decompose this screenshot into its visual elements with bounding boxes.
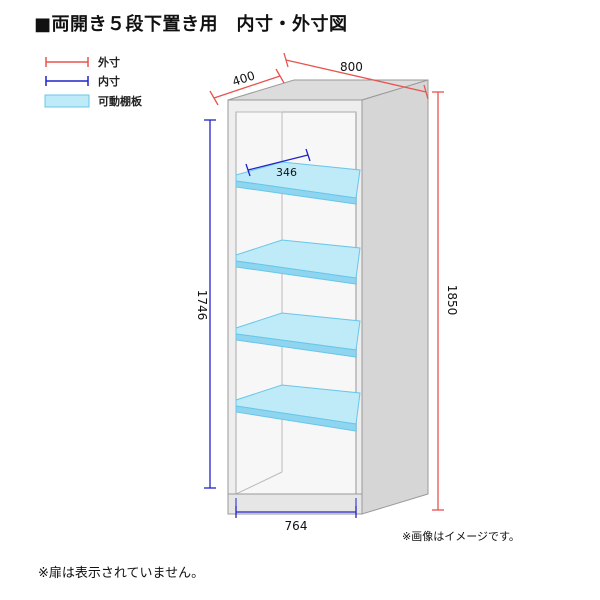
width-inner-dimension [235,498,357,518]
legend-inner-label: 内寸 [98,75,120,88]
interior-floor-edge [235,471,283,495]
shelf-2 [235,239,361,285]
legend-inner: 内寸 [44,73,120,89]
depth-inner-label: 346 [276,166,297,179]
shelf-3 [235,312,361,358]
inner-dimension-key [45,76,89,86]
width-outer-dimension [283,52,429,100]
height-outer-dimension [432,91,444,511]
height-outer-label: 1850 [445,285,459,316]
cabinet-side [361,79,429,515]
height-inner-label: 1746 [195,290,209,321]
legend-outer-label: 外寸 [98,56,120,69]
cabinet-plinth [227,493,363,515]
page-title: ■両開き５段下置き用 内寸・外寸図 [34,14,348,35]
doors-note: ※扉は表示されていません。 [38,566,205,581]
legend-shelf-label: 可動棚板 [98,95,142,108]
shelf-4 [235,384,361,432]
width-outer-label: 800 [340,60,363,74]
depth-outer-dimension [209,68,285,106]
legend-outer: 外寸 [44,54,120,70]
width-inner-label: 764 [285,519,308,533]
depth-inner-dimension [245,148,311,177]
legend-shelf: 可動棚板 [44,93,142,109]
height-inner-dimension [204,119,216,489]
depth-outer-label: 400 [231,68,257,88]
image-note: ※画像はイメージです。 [402,530,520,543]
shelf-swatch [44,94,90,108]
outer-dimension-key [45,57,89,67]
shelf-1 [235,161,361,205]
interior-back-edge [236,111,283,472]
